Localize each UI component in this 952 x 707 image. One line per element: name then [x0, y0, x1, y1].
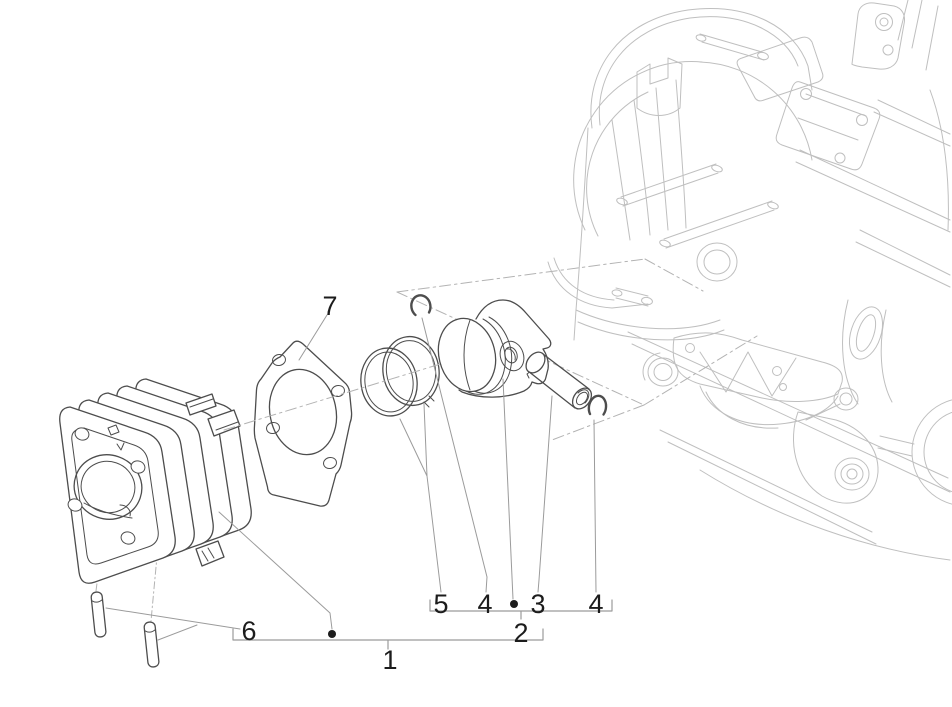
callout-3[interactable]: 3	[530, 589, 545, 619]
kit-brackets	[232, 599, 613, 650]
callout-4-upper[interactable]: 4	[477, 589, 492, 619]
callout-6[interactable]: 6	[241, 616, 256, 646]
leader-piston-bullet	[502, 378, 514, 600]
wrist-pin-circlip-lower	[587, 394, 608, 416]
group-plane-top-edge	[396, 258, 646, 293]
bracket-kit-1	[232, 628, 544, 650]
callout-4-lower[interactable]: 4	[588, 589, 603, 619]
leader-5	[399, 403, 442, 593]
callout-labels: 7 5 4 3 4 2 6 1	[241, 291, 603, 675]
piston-drawing	[437, 299, 552, 398]
wrist-pin-circlip-upper	[410, 294, 432, 317]
group-plane-right-edge	[644, 258, 704, 292]
callout-5[interactable]: 5	[433, 589, 448, 619]
wrist-pin-drawing	[525, 351, 593, 410]
group-plane-corner-edge	[643, 335, 758, 406]
piston-ring-2	[382, 335, 440, 407]
leader-4-lower	[593, 419, 597, 593]
engine-case-drawing	[547, 0, 952, 561]
piston-ring-1	[360, 347, 418, 417]
cylinder-drawing	[59, 378, 252, 584]
callout-1[interactable]: 1	[382, 645, 397, 675]
callout-7[interactable]: 7	[322, 291, 337, 321]
bullet-marker-piston	[510, 600, 518, 608]
leader-6	[105, 607, 241, 641]
callout-leader-lines	[105, 314, 597, 641]
leader-7	[298, 314, 328, 361]
cylinder-base-gasket	[253, 340, 353, 507]
bullet-marker-cylinder	[328, 630, 336, 638]
piston-ring-set	[360, 335, 440, 417]
group-plane-bottom-edge	[551, 404, 645, 441]
leader-3	[537, 395, 553, 593]
assembly-axis-line	[223, 361, 448, 431]
leader-cylinder-bullet	[218, 511, 333, 630]
callout-2[interactable]: 2	[513, 618, 528, 648]
bracket-kit-2	[429, 599, 613, 620]
stud-pair	[90, 591, 160, 668]
leader-4-upper	[421, 317, 488, 593]
